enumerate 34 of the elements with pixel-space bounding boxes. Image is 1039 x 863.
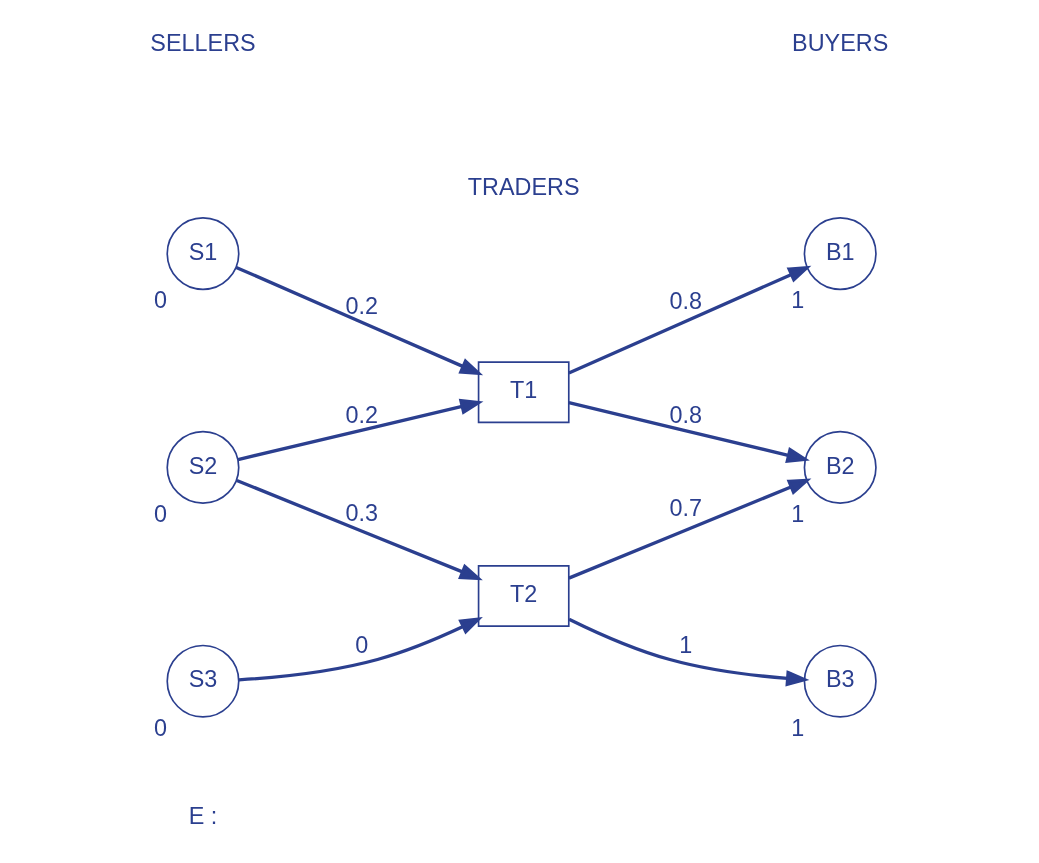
edge-label: 0.2 (345, 293, 378, 320)
node-label: 0 (153, 714, 167, 741)
node-label: 0 (153, 287, 167, 314)
edge-label: 0.8 (669, 401, 702, 428)
node-box: T2 (477, 565, 570, 627)
edge-label: 1 (679, 632, 693, 659)
label: BUYERS (792, 30, 889, 57)
node-label: 0 (153, 500, 167, 527)
edge-label: 0.8 (669, 288, 702, 315)
edge-label: 0.7 (669, 495, 702, 522)
node-circle: B1 (803, 217, 877, 291)
arrow (568, 617, 810, 687)
label: SELLERS (150, 30, 256, 57)
arrow (568, 478, 812, 580)
label: TRADERS (467, 173, 580, 200)
node-box: T1 (477, 361, 570, 424)
arrow (237, 398, 484, 462)
node-circle: B3 (803, 644, 877, 718)
node-label: 1 (791, 500, 805, 527)
arrow (568, 265, 812, 375)
node-label: 1 (791, 287, 805, 314)
edge-label: 0.3 (345, 500, 378, 527)
arrow (235, 265, 484, 376)
arrow (568, 401, 810, 464)
node-circle: S3 (166, 644, 240, 718)
node-circle: S2 (166, 430, 240, 504)
node-circle: S1 (166, 217, 240, 291)
arrow (238, 617, 483, 682)
label: E : (188, 803, 218, 830)
node-label: 1 (791, 714, 805, 741)
edge-label: 0.2 (345, 401, 378, 428)
node-circle: B2 (803, 430, 877, 504)
arrow (236, 478, 483, 581)
edge-label: 0 (355, 632, 369, 659)
